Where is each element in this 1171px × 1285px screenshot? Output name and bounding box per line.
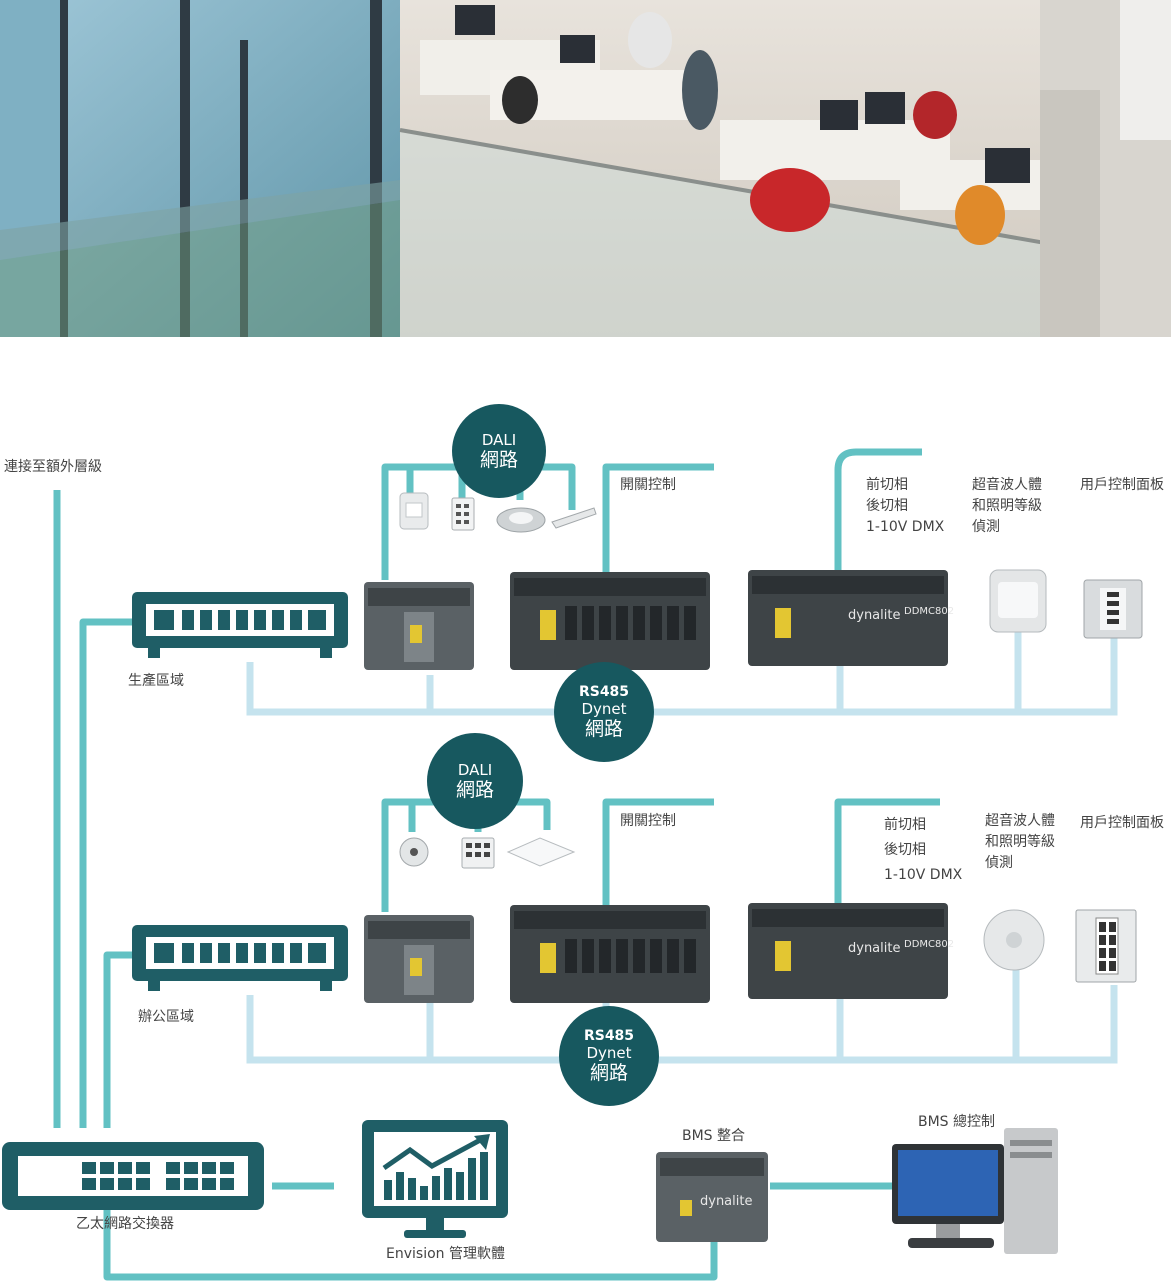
dali-keypad-icon	[451, 497, 475, 531]
dimmer-controller-1	[748, 570, 948, 666]
dynalite-brand-bms: dynalite	[700, 1194, 753, 1209]
dali-downlight-icon	[496, 507, 546, 533]
relay-controller-2	[510, 905, 710, 1003]
relay-controller-1	[510, 572, 710, 670]
envision-label: Envision 管理軟體	[386, 1246, 505, 1262]
dimming-label-2: 前切相 後切相 1-10V DMX	[884, 817, 963, 883]
zone-switch-office	[132, 925, 348, 991]
ddmc802-model-1: DDMC802	[904, 606, 955, 617]
teal-network-lines	[53, 448, 940, 1281]
switch-control-label-2: 開關控制	[620, 813, 676, 829]
ddmc802-model-2: DDMC802	[904, 939, 955, 950]
dimmer-controller-2	[748, 903, 948, 999]
dali-module-2	[364, 915, 474, 1003]
dynalite-brand-1: dynalite	[848, 608, 901, 623]
office-zone-label: 辦公區域	[138, 1009, 194, 1025]
switch-control-label-1: 開關控制	[620, 477, 676, 493]
round-sensor-icon	[983, 909, 1045, 971]
user-panel-label-2: 用戶控制面板	[1080, 815, 1164, 831]
bms-computer-icon	[892, 1128, 1058, 1254]
bms-control-label: BMS 總控制	[918, 1114, 996, 1130]
ultrasonic-sensor-icon	[989, 569, 1047, 633]
user-panel-icon	[1083, 579, 1143, 639]
ethernet-switch-icon	[2, 1142, 264, 1210]
user-panel-label-1: 用戶控制面板	[1080, 477, 1164, 493]
bms-integration-label: BMS 整合	[682, 1128, 746, 1144]
dali-sensor-icon	[399, 492, 429, 530]
keypad-6-icon	[461, 837, 495, 869]
dali-wall-light-icon	[551, 507, 597, 529]
ethernet-switch-label: 乙太網路交換器	[76, 1216, 174, 1232]
keypad-8-icon	[1075, 909, 1137, 983]
dali-module-1	[364, 582, 474, 670]
dynalite-brand-2: dynalite	[848, 941, 901, 956]
sensor-label-1: 超音波人體 和照明等級 偵測	[972, 477, 1042, 535]
extra-floor-label: 連接至額外層級	[4, 459, 102, 475]
dimming-label-1: 前切相 後切相 1-10V DMX	[866, 477, 945, 535]
panel-light-icon	[506, 837, 576, 867]
office-photo	[0, 0, 1171, 337]
production-zone-label: 生產區域	[128, 673, 184, 689]
sensor-label-2: 超音波人體 和照明等級 偵測	[985, 813, 1055, 871]
envision-monitor-icon	[362, 1120, 508, 1238]
rs485-lines	[246, 632, 1118, 1064]
bms-module	[656, 1152, 768, 1242]
zone-switch-production	[132, 592, 348, 658]
ceiling-sensor-icon	[399, 837, 429, 867]
